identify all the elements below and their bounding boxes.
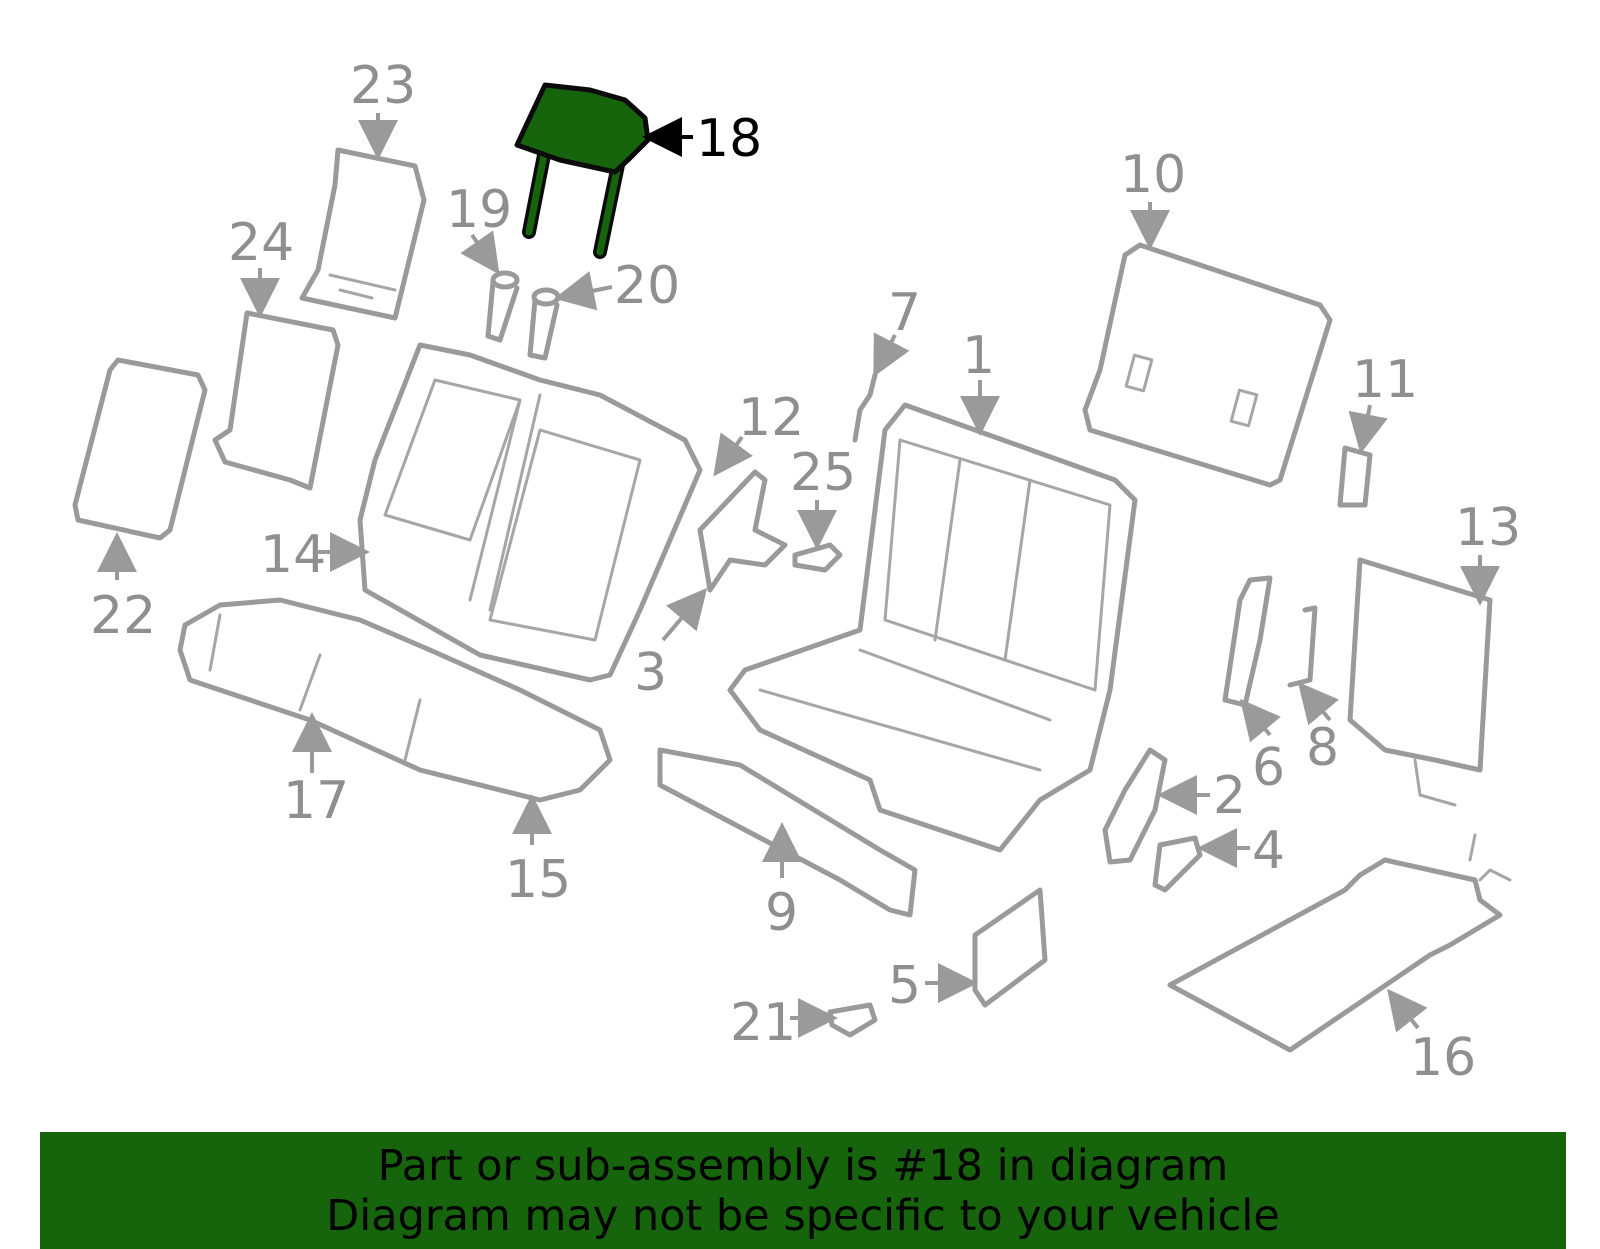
callout-label-9: 9 xyxy=(765,883,798,943)
part-19-guide xyxy=(485,270,520,343)
callout-4: 4 xyxy=(1197,821,1285,881)
callout-label-1: 1 xyxy=(962,326,995,386)
callout-label-11: 11 xyxy=(1352,350,1418,410)
callout-18: 18 xyxy=(642,109,762,169)
callout-label-25: 25 xyxy=(790,443,856,503)
callout-label-2: 2 xyxy=(1213,766,1246,826)
banner-line-1: Part or sub-assembly is #18 in diagram xyxy=(377,1140,1229,1191)
part-13-side-panel xyxy=(1347,557,1493,807)
callout-19: 19 xyxy=(446,180,512,275)
callout-label-20: 20 xyxy=(614,256,680,316)
callout-13: 13 xyxy=(1455,498,1521,606)
callout-10: 10 xyxy=(1120,145,1186,250)
part-1-seat-frame xyxy=(727,402,1138,853)
callout-label-10: 10 xyxy=(1120,145,1186,205)
callout-label-3: 3 xyxy=(634,643,667,703)
part-17-15-seat-cushion xyxy=(177,597,613,803)
part-8-clip xyxy=(1287,605,1318,688)
callout-label-7: 7 xyxy=(888,283,921,343)
part-23-back-panel xyxy=(299,147,427,321)
callout-14: 14 xyxy=(260,525,370,585)
part-14-seat-back-cover xyxy=(357,342,703,683)
callout-2: 2 xyxy=(1157,766,1246,826)
callout-7: 7 xyxy=(873,283,921,378)
callout-label-4: 4 xyxy=(1252,821,1285,881)
part-22-trim-panel xyxy=(72,357,208,541)
callout-label-14: 14 xyxy=(260,525,326,585)
part-6-trim xyxy=(1222,575,1273,708)
part-20-guide xyxy=(527,287,561,361)
callout-1: 1 xyxy=(960,326,1000,436)
callout-label-13: 13 xyxy=(1455,498,1521,558)
callout-label-18: 18 xyxy=(696,109,762,169)
callout-25: 25 xyxy=(790,443,856,550)
callout-label-22: 22 xyxy=(90,586,156,646)
callout-label-24: 24 xyxy=(228,213,294,273)
callout-6: 6 xyxy=(1239,698,1285,798)
callout-15: 15 xyxy=(505,794,571,910)
callout-label-6: 6 xyxy=(1252,738,1285,798)
callout-label-23: 23 xyxy=(350,56,416,116)
part-5-bracket xyxy=(972,887,1048,1008)
part-11-latch xyxy=(1337,445,1373,508)
banner-line-2: Diagram may not be specific to your vehi… xyxy=(326,1190,1280,1241)
callout-23: 23 xyxy=(350,56,416,160)
parts-diagram: 18 23 24 22 19 20 xyxy=(72,56,1521,1088)
part-2-cover xyxy=(1102,747,1168,865)
part-7-wire xyxy=(852,372,878,443)
callout-label-12: 12 xyxy=(738,388,804,448)
callout-17: 17 xyxy=(283,712,349,831)
callout-label-17: 17 xyxy=(283,771,349,831)
callout-label-5: 5 xyxy=(888,956,921,1016)
callout-11: 11 xyxy=(1348,350,1418,454)
part-24-panel xyxy=(212,310,341,491)
callout-12: 12 xyxy=(713,388,804,477)
part-21-clip xyxy=(827,1002,878,1038)
callout-label-16: 16 xyxy=(1410,1028,1476,1088)
part-9-rail xyxy=(657,747,918,918)
callout-24: 24 xyxy=(228,213,294,318)
callout-9: 9 xyxy=(762,822,802,943)
callout-label-21: 21 xyxy=(730,993,796,1053)
part-4-bracket xyxy=(1152,835,1203,893)
callout-16: 16 xyxy=(1387,988,1476,1088)
part-10-rear-panel xyxy=(1082,242,1333,488)
callout-20: 20 xyxy=(554,256,680,316)
part-25-clip xyxy=(792,542,843,573)
callout-5: 5 xyxy=(888,956,978,1016)
part-12-bracket xyxy=(697,469,788,593)
callout-label-19: 19 xyxy=(446,180,512,240)
callout-22: 22 xyxy=(90,532,156,646)
part-18-headrest[interactable] xyxy=(514,82,651,259)
callout-8: 8 xyxy=(1297,681,1339,778)
callout-3: 3 xyxy=(634,587,708,703)
callout-label-15: 15 xyxy=(505,850,571,910)
part-16-floor-panel xyxy=(1167,833,1512,1053)
callout-label-8: 8 xyxy=(1306,718,1339,778)
callout-21: 21 xyxy=(730,993,838,1053)
info-banner: Part or sub-assembly is #18 in diagram D… xyxy=(40,1132,1566,1249)
